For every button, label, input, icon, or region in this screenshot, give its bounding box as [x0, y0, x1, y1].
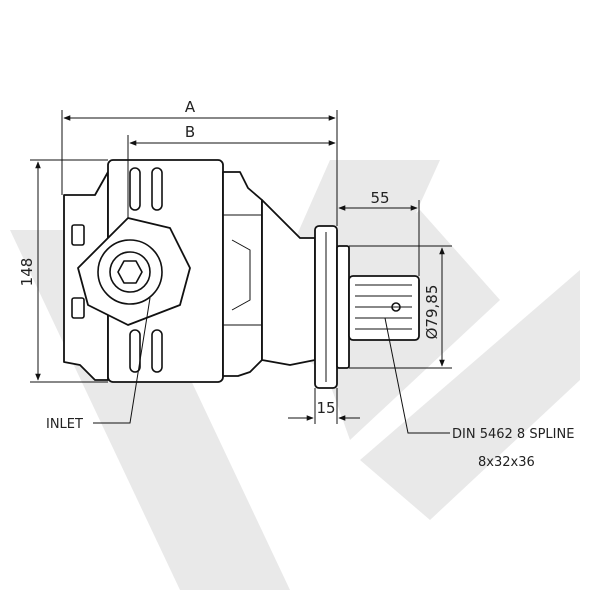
dimension-shaft-length: 55: [338, 189, 420, 276]
side-port-bottom: [71, 297, 85, 319]
side-port-top: [71, 224, 85, 246]
spline-grooves: [355, 284, 412, 330]
dimension-a-label: A: [185, 98, 196, 116]
dimension-b: B: [127, 123, 336, 218]
dimension-a: A: [61, 98, 338, 226]
shaft-center-hole: [391, 302, 401, 312]
dimension-flange-thickness-label: 15: [316, 399, 335, 417]
spline-label-line2: 8x32x36: [478, 455, 535, 470]
dimension-flange-diameter: Ø79,85: [349, 245, 452, 369]
mid-detail-3: [231, 239, 251, 311]
inlet-port-hex: [117, 260, 143, 284]
inlet-port-plate: [77, 217, 191, 326]
inlet-callout: INLET: [46, 297, 151, 432]
spline-label-line1: DIN 5462 8 SPLINE: [452, 427, 574, 442]
inlet-port-inner: [109, 251, 151, 293]
spline-callout: DIN 5462 8 SPLINE 8x32x36: [384, 317, 574, 470]
rib-bottom-2: [151, 329, 163, 373]
body-details: [71, 167, 412, 382]
inlet-port-outer: [97, 239, 163, 305]
dimension-height: 148: [18, 159, 108, 383]
dimension-height-label: 148: [18, 258, 36, 287]
splined-shaft: [348, 275, 420, 341]
rib-top-1: [129, 167, 141, 211]
rib-bottom-1: [129, 329, 141, 373]
dimension-shaft-length-label: 55: [370, 189, 389, 207]
dimension-flange-diameter-label: Ø79,85: [423, 285, 441, 340]
rib-top-2: [151, 167, 163, 211]
inlet-label: INLET: [46, 417, 83, 432]
flange-hub: [336, 245, 350, 369]
mid-section: [222, 171, 263, 377]
dimension-b-label: B: [185, 123, 195, 141]
dimension-flange-thickness: 15: [288, 388, 360, 424]
